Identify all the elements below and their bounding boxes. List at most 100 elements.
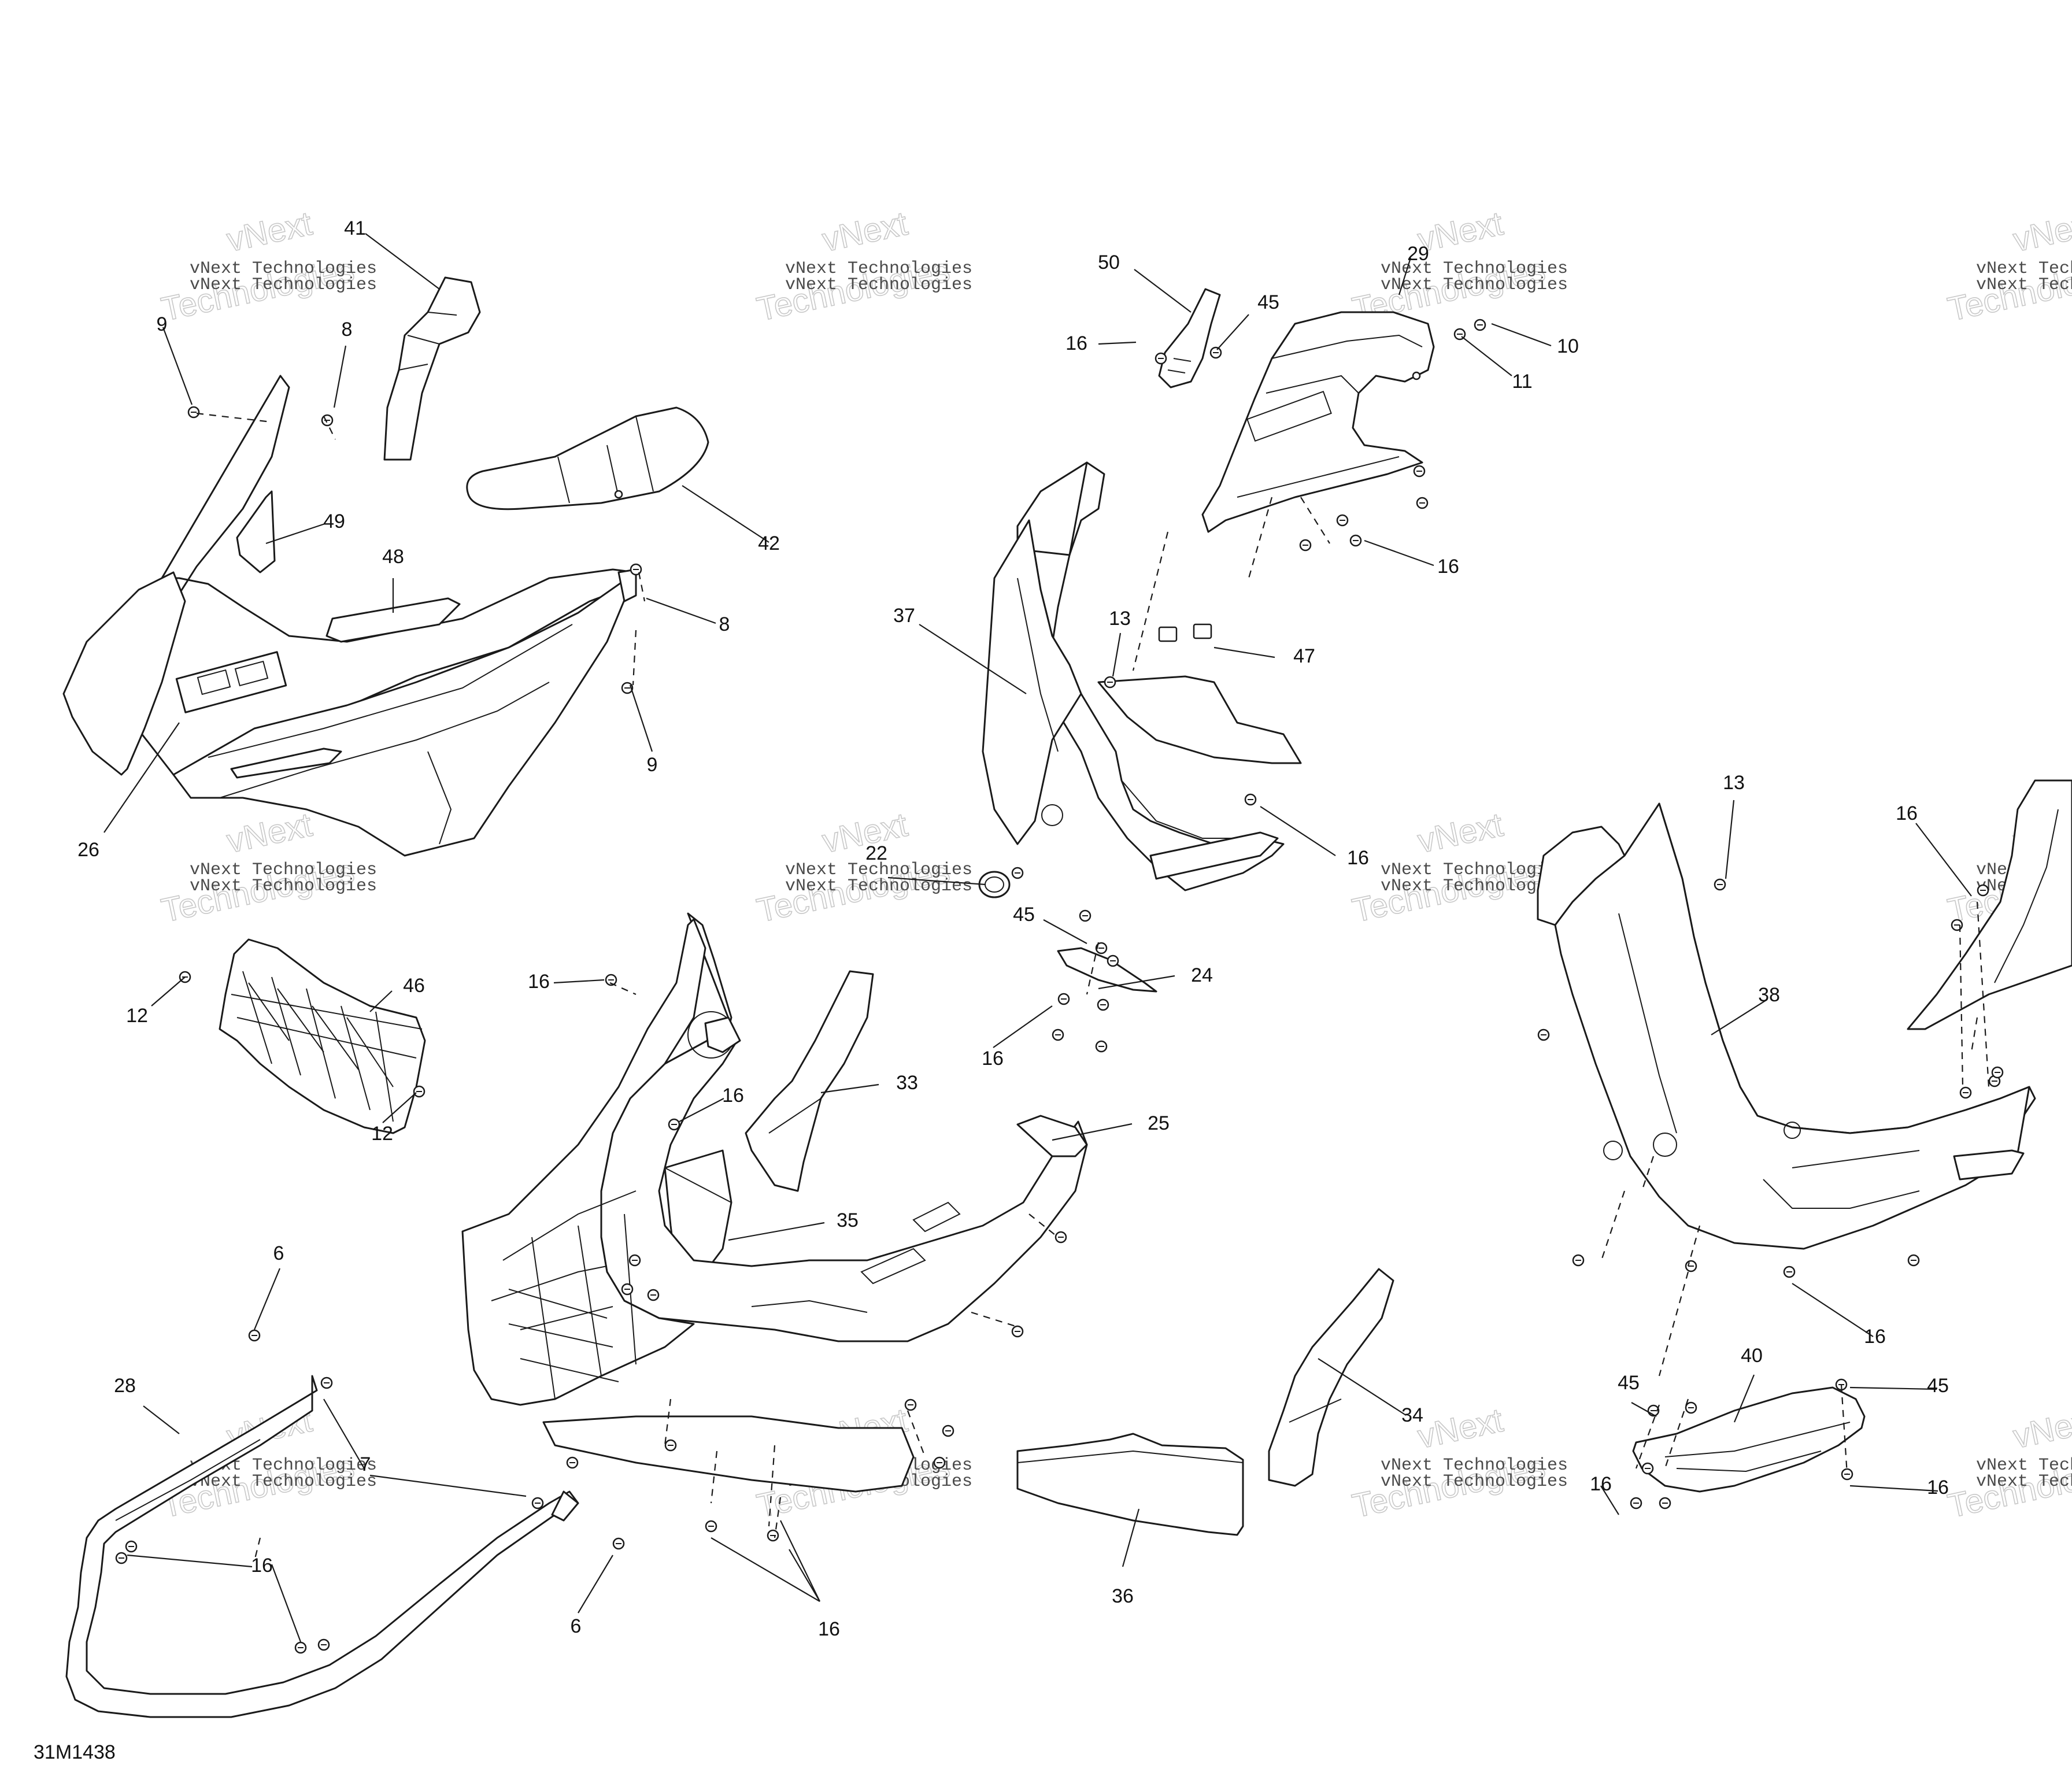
svg-text:vNext Technologies: vNext Technologies	[1381, 1456, 1568, 1475]
callout-12: 12	[126, 1005, 148, 1027]
callout-35: 35	[837, 1209, 859, 1231]
svg-text:vNext Technologies: vNext Technologies	[1381, 860, 1568, 880]
svg-text:vNext Technologies: vNext Technologies	[1381, 259, 1568, 279]
callout-49: 49	[323, 510, 345, 532]
fasteners	[115, 319, 2004, 1654]
callout-45: 45	[1257, 291, 1279, 313]
callout-16: 16	[1347, 847, 1369, 869]
svg-text:vNext Technologies: vNext Technologies	[1976, 259, 2072, 279]
callout-33: 33	[896, 1072, 918, 1094]
svg-text:vNext: vNext	[819, 205, 911, 259]
callout-28: 28	[114, 1375, 136, 1397]
callout-36: 36	[1112, 1585, 1134, 1607]
part-40-skid	[1632, 1386, 1866, 1493]
svg-text:vNext Technologies: vNext Technologies	[1381, 275, 1568, 295]
callout-47: 47	[1293, 645, 1315, 667]
svg-text:vNext Technologies: vNext Technologies	[190, 1472, 377, 1492]
svg-text:vNext: vNext	[1415, 1401, 1507, 1456]
svg-text:vNext Technologies: vNext Technologies	[190, 876, 377, 896]
callout-9: 9	[647, 754, 658, 776]
part-49-insert	[236, 490, 276, 574]
part-38-lower-panel	[1537, 802, 2036, 1250]
callout-42: 42	[758, 532, 780, 554]
svg-text:vNext: vNext	[224, 806, 316, 860]
part-46-grille	[219, 938, 426, 1134]
callout-46: 46	[403, 975, 425, 997]
callout-24: 24	[1191, 964, 1213, 986]
part-26-upper-console	[62, 375, 637, 857]
callout-45: 45	[1927, 1375, 1949, 1397]
part-37-lower-panel	[982, 461, 1302, 891]
callout-29: 29	[1407, 243, 1429, 265]
part-36-panel	[1016, 1433, 1244, 1536]
callout-38: 38	[1758, 984, 1780, 1006]
callout-26: 26	[77, 839, 99, 861]
svg-text:vNext: vNext	[819, 806, 911, 860]
callout-16: 16	[251, 1555, 273, 1577]
svg-text:vNext Technologies: vNext Technologies	[190, 259, 377, 279]
callout-11: 11	[1512, 371, 1532, 393]
callout-13: 13	[1109, 608, 1131, 630]
svg-text:vNext: vNext	[2010, 205, 2072, 259]
part-48-insert	[325, 597, 461, 643]
svg-text:vNext Technologies: vNext Technologies	[785, 876, 972, 896]
callout-16: 16	[1590, 1473, 1612, 1495]
part-33-panel	[745, 970, 874, 1192]
svg-text:vNext Technologies: vNext Technologies	[1381, 1472, 1568, 1492]
part-34-panel	[1268, 1268, 1394, 1487]
part-50-bracket	[1158, 288, 1221, 388]
callout-13: 13	[1723, 772, 1745, 794]
svg-text:vNext Technologies: vNext Technologies	[190, 860, 377, 880]
svg-text:vNext Technologies: vNext Technologies	[1976, 1472, 2072, 1492]
svg-text:vNext Technologies: vNext Technologies	[1976, 1456, 2072, 1475]
callout-6: 6	[273, 1242, 284, 1264]
callout-34: 34	[1401, 1404, 1423, 1426]
callout-8: 8	[719, 613, 730, 635]
callout-16: 16	[528, 971, 550, 993]
callout-16: 16	[1896, 802, 1918, 824]
leader-lines	[103, 233, 1972, 1642]
part-25-front-fascia	[461, 912, 1088, 1493]
part-28-bumper	[65, 1375, 579, 1718]
callout-7: 7	[360, 1453, 371, 1475]
callout-16: 16	[1065, 332, 1087, 354]
callout-12: 12	[371, 1123, 393, 1145]
part-42-panel	[466, 406, 709, 510]
callout-16: 16	[818, 1618, 840, 1640]
callout-41: 41	[344, 217, 366, 239]
assembly-lines	[196, 412, 1990, 1562]
svg-text:vNext Technologies: vNext Technologies	[190, 275, 377, 295]
svg-text:vNext Technologies: vNext Technologies	[785, 259, 972, 279]
callout-16: 16	[1927, 1477, 1949, 1498]
svg-text:vNext Technologies: vNext Technologies	[1976, 275, 2072, 295]
callout-40: 40	[1741, 1345, 1763, 1367]
callout-16: 16	[1437, 556, 1459, 578]
svg-text:vNext Technologies: vNext Technologies	[785, 860, 972, 880]
callout-37: 37	[893, 605, 915, 627]
svg-text:vNext Technologies: vNext Technologies	[785, 275, 972, 295]
figure-reference-code: 31M1438	[34, 1741, 116, 1763]
callout-48: 48	[382, 546, 404, 568]
callout-16: 16	[722, 1085, 744, 1107]
part-edge-fragment	[1907, 779, 2072, 1030]
callout-25: 25	[1148, 1112, 1170, 1134]
part-24-deflector	[1057, 947, 1157, 993]
callout-8: 8	[342, 319, 353, 341]
svg-text:vNext Technologies: vNext Technologies	[1381, 876, 1568, 896]
callout-45: 45	[1013, 904, 1035, 926]
svg-text:vNext: vNext	[1415, 806, 1507, 860]
callout-22: 22	[865, 842, 887, 864]
callout-10: 10	[1557, 335, 1579, 357]
svg-text:vNext: vNext	[2010, 1401, 2072, 1456]
part-41-panel	[383, 276, 481, 461]
